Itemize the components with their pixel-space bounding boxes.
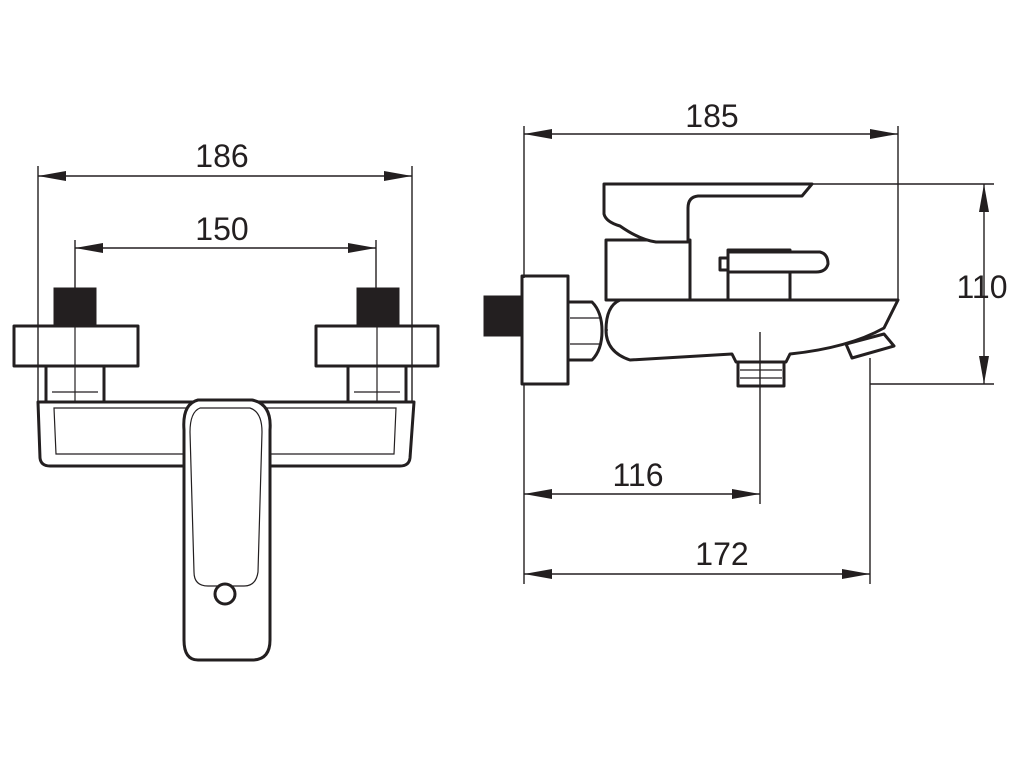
dimension-label-150: 150 xyxy=(195,211,248,247)
handle-screw-icon xyxy=(213,582,237,606)
dimension-186: 186 xyxy=(37,138,413,402)
dimension-110: 110 xyxy=(812,183,1008,385)
dimension-185: 185 xyxy=(523,98,899,300)
dimension-label-172: 172 xyxy=(695,536,748,572)
dimension-label-110: 110 xyxy=(956,269,1007,305)
dimension-label-186: 186 xyxy=(195,138,248,174)
front-handle xyxy=(182,398,272,662)
left-eccentric-connector xyxy=(12,287,140,404)
side-connector-nut xyxy=(566,300,604,362)
side-view: 185 110 116 172 xyxy=(483,98,1008,584)
side-body-spout xyxy=(604,298,900,388)
dimension-150: 150 xyxy=(74,211,377,288)
side-lever xyxy=(602,182,814,302)
front-view: 186 150 xyxy=(12,138,440,662)
side-inlet-thread-black xyxy=(483,295,523,337)
dimension-116: 116 xyxy=(523,332,761,504)
dimension-172: 172 xyxy=(523,358,871,584)
left-thread-black xyxy=(53,287,97,327)
dimension-label-185: 185 xyxy=(685,98,738,134)
right-thread-black xyxy=(356,287,400,327)
wall-flange xyxy=(520,274,570,386)
diverter-knob xyxy=(718,248,830,302)
right-eccentric-connector xyxy=(314,287,440,404)
dimension-label-116: 116 xyxy=(612,457,663,493)
spout-aerator xyxy=(844,332,896,360)
shower-outlet-thread xyxy=(736,360,786,388)
